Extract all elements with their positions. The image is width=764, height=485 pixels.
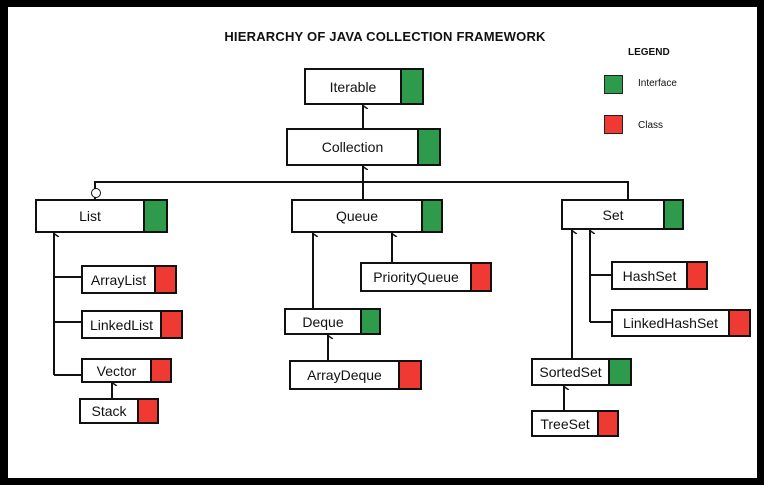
- node-priorityqueue-label: PriorityQueue: [373, 269, 459, 285]
- interface-marker: [608, 360, 630, 384]
- class-marker: [160, 312, 181, 337]
- node-hashset[interactable]: HashSet: [611, 261, 708, 290]
- node-iterable-label: Iterable: [329, 78, 377, 95]
- legend-class-swatch: [604, 115, 623, 134]
- node-linkedhashset-label: LinkedHashSet: [623, 315, 718, 331]
- cursor-icon: [91, 188, 101, 198]
- node-collection-label: Collection: [321, 139, 384, 155]
- class-marker: [154, 267, 175, 292]
- legend-class-label: Class: [638, 120, 664, 131]
- interface-marker: [421, 201, 441, 231]
- class-marker: [470, 264, 490, 290]
- interface-marker: [143, 201, 166, 231]
- node-linkedlist-label: LinkedList: [89, 316, 154, 333]
- class-marker: [597, 412, 617, 435]
- node-set[interactable]: Set: [561, 199, 684, 230]
- node-vector[interactable]: Vector: [81, 358, 172, 383]
- node-hashset-label: HashSet: [622, 267, 677, 284]
- node-arraydeque[interactable]: ArrayDeque: [289, 360, 422, 390]
- diagram-canvas: HIERARCHY OF JAVA COLLECTION FRAMEWORK L…: [8, 7, 757, 478]
- legend-interface-swatch: [604, 75, 623, 94]
- interface-marker: [417, 130, 439, 164]
- node-stack-label: Stack: [91, 403, 127, 419]
- class-marker: [398, 362, 420, 388]
- node-queue-label: Queue: [335, 208, 379, 224]
- node-vector-label: Vector: [96, 362, 137, 379]
- node-treeset[interactable]: TreeSet: [531, 410, 619, 437]
- node-arraylist[interactable]: ArrayList: [81, 265, 177, 294]
- node-set-label: Set: [602, 206, 624, 223]
- legend-title: LEGEND: [628, 47, 670, 58]
- node-treeset-label: TreeSet: [540, 415, 590, 432]
- node-deque-label: Deque: [302, 313, 344, 330]
- node-linkedhashset[interactable]: LinkedHashSet: [611, 309, 751, 337]
- class-marker: [137, 400, 157, 422]
- node-stack[interactable]: Stack: [79, 398, 159, 424]
- node-linkedlist[interactable]: LinkedList: [81, 310, 183, 339]
- class-marker: [686, 263, 706, 288]
- interface-marker: [360, 310, 379, 333]
- node-queue[interactable]: Queue: [291, 199, 443, 233]
- node-deque[interactable]: Deque: [284, 308, 381, 335]
- node-arraydeque-label: ArrayDeque: [307, 367, 382, 383]
- node-sortedset[interactable]: SortedSet: [531, 358, 632, 386]
- class-marker: [728, 311, 749, 335]
- class-marker: [150, 360, 170, 381]
- node-sortedset-label: SortedSet: [539, 364, 602, 380]
- interface-marker: [663, 201, 682, 228]
- node-arraylist-label: ArrayList: [90, 271, 147, 288]
- edge-bus-top: [94, 181, 629, 199]
- legend-interface-label: Interface: [638, 78, 677, 89]
- node-list-label: List: [79, 208, 101, 224]
- node-priorityqueue[interactable]: PriorityQueue: [360, 262, 492, 292]
- node-iterable[interactable]: Iterable: [304, 68, 424, 105]
- interface-marker: [400, 70, 422, 103]
- node-collection[interactable]: Collection: [286, 128, 441, 166]
- diagram-title: HIERARCHY OF JAVA COLLECTION FRAMEWORK: [224, 29, 546, 44]
- node-list[interactable]: List: [35, 199, 168, 233]
